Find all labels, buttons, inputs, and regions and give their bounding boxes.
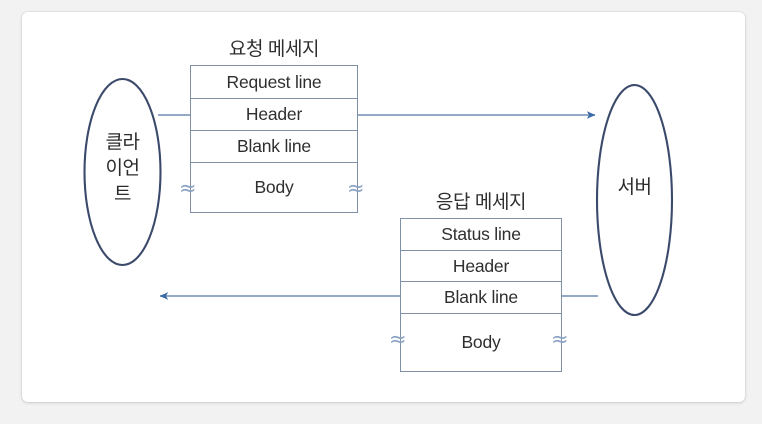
request-message-box: Request line Header Blank line Body bbox=[190, 65, 358, 213]
response-message-title: 응답 메세지 bbox=[435, 192, 527, 213]
response-row-status-line: Status line bbox=[401, 219, 561, 251]
request-row-header: Header bbox=[191, 99, 357, 131]
request-row-blank-line: Blank line bbox=[191, 131, 357, 163]
request-row-request-line: Request line bbox=[191, 66, 357, 99]
request-row-body: Body bbox=[254, 176, 294, 197]
response-row-blank-line: Blank line bbox=[401, 282, 561, 314]
server-ellipse bbox=[595, 83, 674, 317]
response-message-box: Status line Header Blank line Body bbox=[400, 218, 562, 372]
client-ellipse bbox=[83, 77, 162, 267]
response-row-body: Body bbox=[461, 331, 501, 352]
response-row-header: Header bbox=[401, 251, 561, 282]
request-message-title: 요청 메세지 bbox=[228, 39, 320, 60]
